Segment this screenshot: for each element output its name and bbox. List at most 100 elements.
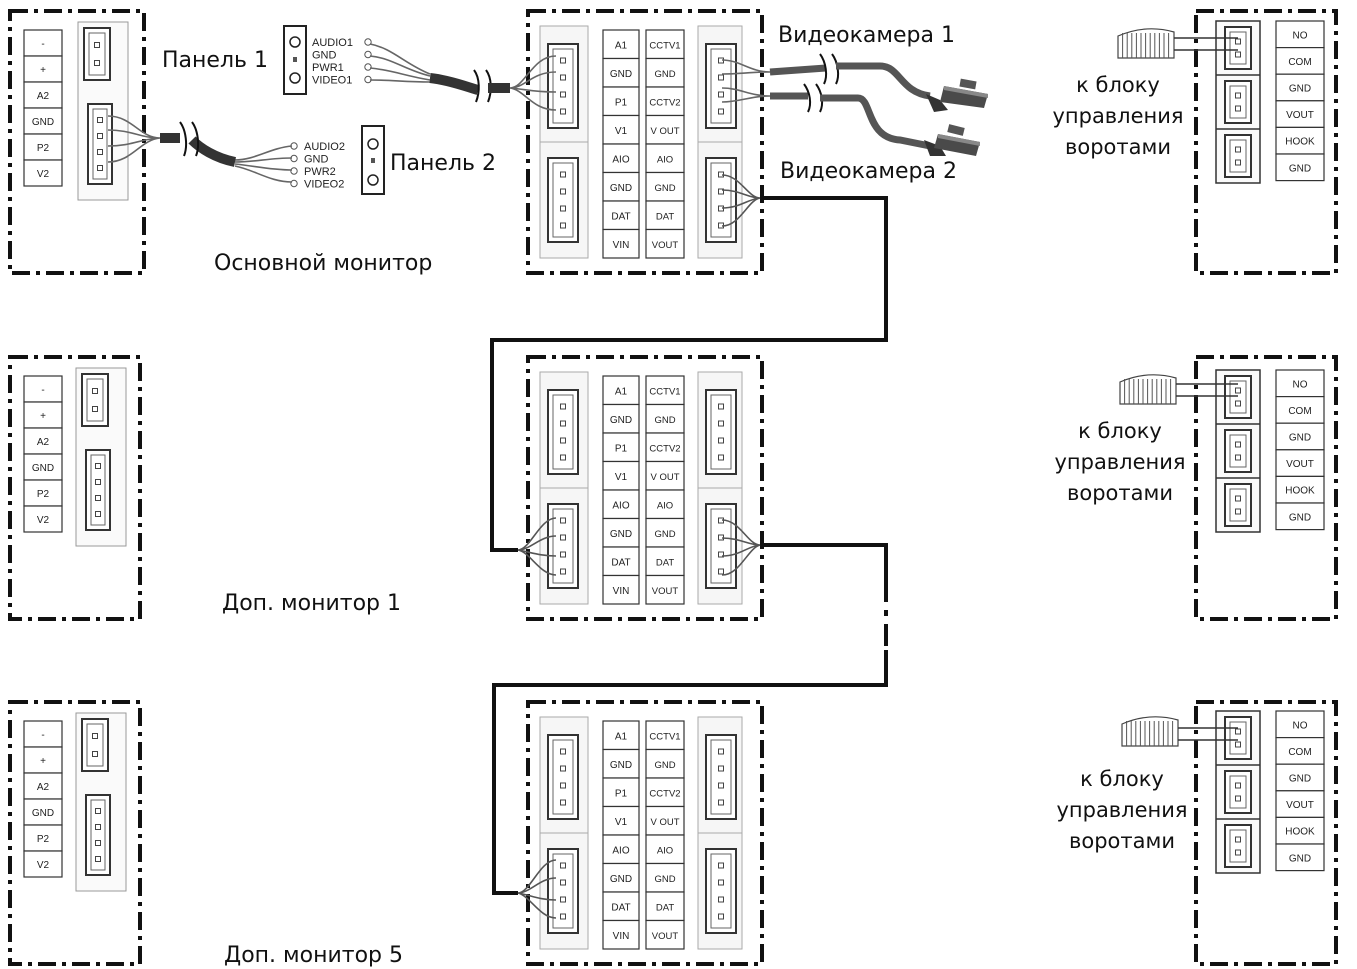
gate-connector-2	[1224, 770, 1252, 814]
left-terminal-label: +	[40, 411, 46, 422]
wire-label: AUDIO1	[312, 37, 353, 49]
gate-label-2: к блоку управления воротами	[1054, 419, 1185, 505]
panel-2-label: Панель 2	[390, 151, 496, 176]
terminal-label: CCTV1	[649, 40, 680, 51]
center-right-bottom-connector	[705, 503, 737, 589]
terminal-label: AIO	[657, 154, 673, 165]
wire-label: PWR2	[304, 166, 336, 178]
left-terminal-label: P2	[37, 834, 50, 845]
camera-cables	[721, 53, 931, 150]
gate-controllers	[1117, 28, 1238, 747]
terminal-label: P1	[615, 443, 628, 454]
gate-label-1: к блоку управления воротами	[1052, 73, 1183, 159]
frames	[8, 9, 1338, 966]
terminal-label: DAT	[611, 211, 630, 222]
frame-extra5-left	[8, 700, 142, 966]
gate-connector-1	[1224, 716, 1252, 760]
left-connector-4pin	[85, 794, 111, 876]
terminal-label: DAT	[656, 557, 674, 568]
terminal-label: P1	[615, 97, 628, 108]
gate-label-3: к блоку управления воротами	[1056, 767, 1187, 853]
frame-main-center	[526, 9, 764, 275]
gate-connector-1	[1224, 375, 1252, 419]
center-right-top-connector	[705, 389, 737, 475]
terminal-label: GND	[610, 760, 632, 771]
gate-terminal-label: COM	[1288, 747, 1311, 758]
bus-fans	[517, 174, 761, 919]
left-terminal-label: -	[41, 39, 44, 50]
terminal-label: A1	[615, 386, 628, 397]
terminal-label: VOUT	[652, 240, 679, 251]
terminal-label: DAT	[656, 211, 674, 222]
extra-monitor-5-label: Доп. монитор 5	[224, 943, 403, 968]
gate-terminal-label: NO	[1293, 379, 1308, 390]
left-terminal-label: -	[41, 730, 44, 741]
frame-main-right	[1194, 9, 1338, 275]
gate-terminal-label: GND	[1289, 853, 1311, 864]
wire-label: GND	[304, 154, 329, 166]
video-camera-1	[926, 78, 988, 112]
terminal-label: A1	[615, 731, 628, 742]
terminal-label: V OUT	[650, 817, 679, 828]
terminal-label: AIO	[657, 500, 673, 511]
panel-2-cable	[107, 115, 293, 183]
svg-text:управления: управления	[1054, 450, 1185, 474]
gate-terminal-label: COM	[1288, 57, 1311, 68]
terminal-label: CCTV2	[649, 443, 680, 454]
left-connector-4pin	[85, 449, 111, 531]
gate-terminal-label: NO	[1293, 720, 1308, 731]
terminal-label: VOUT	[652, 586, 679, 597]
gate-connector-3	[1224, 824, 1252, 868]
center-left-top-connector	[547, 43, 579, 129]
terminal-label: GND	[610, 874, 632, 885]
left-connector-2pin	[81, 718, 109, 772]
svg-text:воротами: воротами	[1065, 135, 1171, 159]
gate-terminal-label: HOOK	[1285, 137, 1315, 148]
bus-cables	[490, 196, 888, 895]
fan-extra5-in	[517, 859, 557, 919]
terminal-label: GND	[610, 529, 632, 540]
gate-connector-3	[1224, 134, 1252, 178]
center-right-bottom-connector	[705, 848, 737, 934]
terminal-label: VIN	[613, 586, 630, 597]
video-camera-2	[924, 124, 980, 156]
gate-fence-icon-1	[1117, 28, 1238, 59]
gate-terminal-label: GND	[1289, 433, 1311, 444]
gate-terminal-label: GND	[1289, 163, 1311, 174]
extra-monitor-1-label: Доп. монитор 1	[222, 591, 401, 616]
center-right-top-connector	[705, 43, 737, 129]
fan-extra1-in	[517, 517, 557, 576]
left-terminal-label: V2	[37, 860, 50, 871]
bus-to-extra5	[492, 650, 888, 895]
terminal-label: AIO	[612, 154, 629, 165]
terminal-label: GND	[654, 415, 675, 426]
gate-terminal-label: GND	[1289, 84, 1311, 95]
panel-1-cable	[369, 43, 557, 111]
svg-text:воротами: воротами	[1069, 829, 1175, 853]
terminal-label: GND	[610, 183, 632, 194]
gate-terminal-label: VOUT	[1286, 110, 1314, 121]
terminal-label: V1	[615, 817, 628, 828]
left-terminal-label: +	[40, 756, 46, 767]
gate-terminal-label: HOOK	[1285, 827, 1315, 838]
terminal-label: VOUT	[652, 931, 679, 942]
svg-text:воротами: воротами	[1067, 481, 1173, 505]
panel-2	[361, 125, 385, 195]
left-terminal-label: V2	[37, 515, 50, 526]
gate-connector-2	[1224, 80, 1252, 124]
terminal-label: GND	[610, 415, 632, 426]
terminal-label: VIN	[613, 931, 630, 942]
left-terminal-label: +	[40, 65, 46, 76]
gate-fence-icon-2	[1119, 374, 1238, 405]
terminal-label: V1	[615, 472, 628, 483]
